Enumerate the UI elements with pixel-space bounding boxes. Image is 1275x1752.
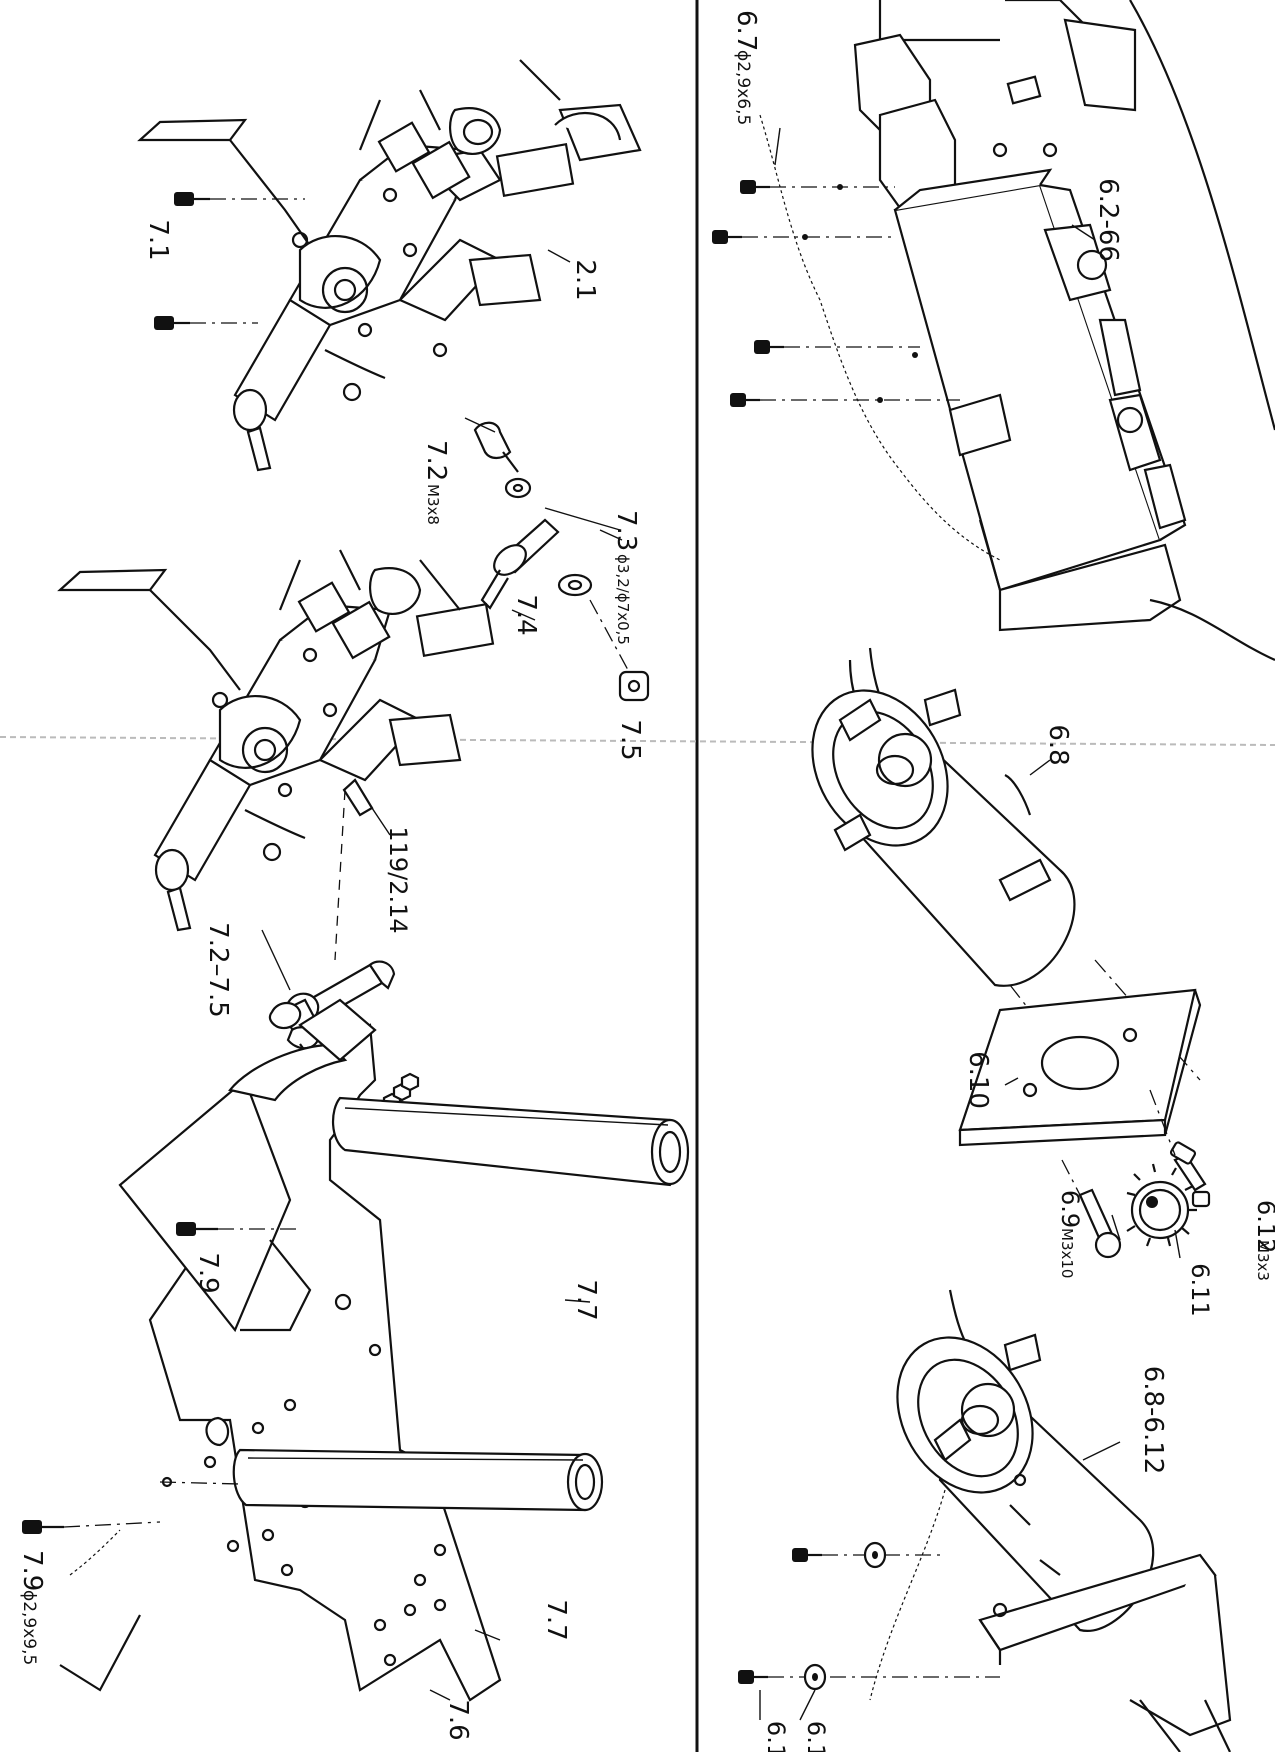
label-6-2-66: 6.2-66 [1093,178,1123,262]
label-7-9: 7.9 [193,1252,223,1293]
label-6-12: 6.12 [1252,1200,1275,1253]
label-7-9-bottom-spec: ϕ2,9x9,5 [19,1590,39,1665]
label-6-12-group: 6.12 M3x3 [1252,1200,1275,1281]
label-6-7-spec: ϕ2,9x6,5 [733,50,753,125]
screw-6-7-d [730,393,960,407]
label-2-1: 2.1 [570,259,600,300]
motor-6-8 [811,647,1076,987]
label-7-2-spec: M3x8 [424,484,442,525]
label-7-7-lower: 7.7 [541,1599,571,1640]
label-6-12-spec: M3x3 [1254,1240,1272,1281]
label-7-7-upper: 7.7 [571,1279,601,1320]
screw-7-9 [176,1222,300,1236]
label-7-9-bottom: 7.9 [17,1550,47,1591]
screw-7-9-bottom [22,1520,161,1692]
label-6-9: 6.9 [1056,1190,1084,1228]
fold-line [0,736,1275,746]
label-119-2-14: 119/2.14 [384,826,412,933]
label-7-9-bottom-group: 7.9 ϕ2,9x9,5 [17,1550,47,1665]
label-7-2: 7.2 [421,440,451,481]
label-6-8: 6.8 [1043,724,1073,765]
label-6-7-group: 6.7 ϕ2,9x6,5 [731,10,761,125]
label-7-3-group: 7.3 ϕ3,2/ϕ7x0,5 [611,510,641,645]
post-7-7-lower [232,1448,604,1512]
screw-6-9 [1061,1159,1122,1259]
screw-6-12 [1149,1089,1211,1208]
screw-7-1-b [154,316,258,330]
label-6-13-b: 6.1 [762,1721,790,1752]
post-7-7-upper [332,1096,690,1187]
mechanism-assembly-top [137,59,642,472]
label-6-11: 6.11 [1186,1263,1214,1316]
label-7-2-7-5: 7.2–7.5 [203,922,233,1018]
label-6-9-group: 6.9 M3x10 [1056,1190,1084,1278]
screw-6-7-a [740,180,895,194]
pin-7-4 [480,518,560,610]
label-7-4: 7.4 [511,594,541,635]
label-6-9-spec: M3x10 [1058,1228,1076,1278]
mechanism-assembly-middle [57,549,495,932]
label-6-7: 6.7 [731,10,761,51]
screw-6-7-b [712,230,895,244]
label-7-5: 7.5 [615,719,645,760]
screw-6-13-b [738,1663,1000,1691]
label-7-2-group: 7.2 M3x8 [421,440,451,525]
mounting-plate-6-10 [958,959,1202,1147]
washer-7-3-b [557,573,593,597]
label-7-3-spec: ϕ3,2/ϕ7x0,5 [614,554,632,645]
label-6-8-6-12: 6.8-6.12 [1138,1366,1168,1475]
motor-assembly-6-8-6-12 [869,1289,1232,1752]
label-7-1: 7.1 [143,219,173,260]
washer-7-3 [504,477,532,499]
screw-6-13-a [792,1541,940,1569]
lower-chassis-assembly [118,998,502,1702]
gear-6-11 [1126,1163,1197,1247]
label-7-3: 7.3 [611,510,641,551]
housing-assembly-top [759,0,1275,662]
collar-7-5 [618,670,650,702]
screw-7-2 [473,421,519,473]
label-6-13-a: 6.1 [802,1721,830,1752]
screw-6-7-c [754,340,920,358]
screw-7-1-a [174,192,305,206]
label-6-10: 6.10 [963,1051,993,1109]
label-7-6: 7.6 [443,1699,473,1740]
